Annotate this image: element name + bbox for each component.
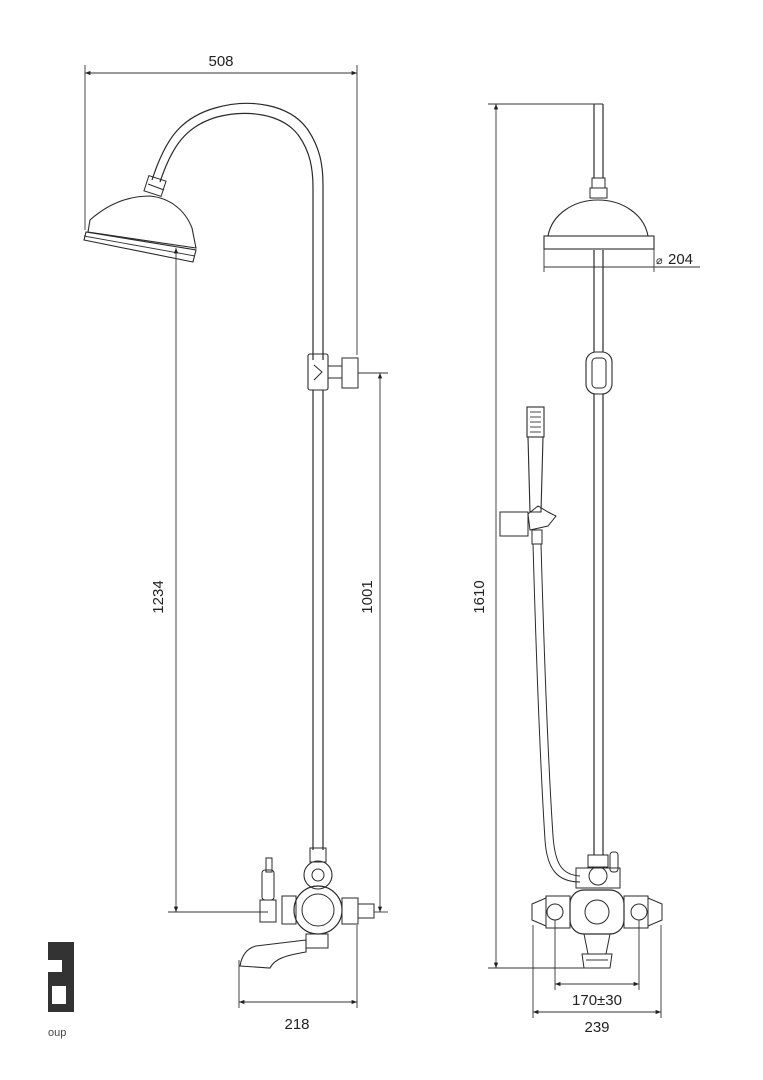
- rain-shower-head-front: [83, 174, 197, 263]
- dimension-label-head-diameter: 204: [668, 251, 693, 268]
- hand-shower: [499, 406, 581, 883]
- dimension-total-height: 1610: [471, 103, 596, 969]
- mixer-body-side: [531, 851, 663, 969]
- gooseneck-pipe: [151, 102, 324, 360]
- dimension-label-width: 508: [208, 53, 233, 70]
- rain-shower-head-side: [543, 187, 655, 250]
- dimension-spout-front: 218: [238, 925, 358, 1033]
- brand-logo-text: oup: [48, 1027, 66, 1039]
- riser-pipe-side: [591, 103, 606, 855]
- front-view: 508: [83, 53, 388, 1033]
- dimension-height-head-front: 1234: [150, 248, 268, 913]
- mixer-body-front: [239, 847, 388, 969]
- dimension-height-bracket-front: 1001: [359, 373, 383, 912]
- dimension-width-front: 508: [84, 53, 358, 355]
- diameter-symbol: ⌀: [656, 255, 663, 267]
- dimension-label-total-height: 1610: [471, 580, 488, 613]
- side-view: ⌀ 204: [471, 103, 700, 1036]
- wall-bracket-side: [585, 351, 613, 395]
- dimension-body-width: 239: [532, 925, 662, 1036]
- dimension-label-bracket-height: 1001: [359, 580, 376, 613]
- riser-pipe-front: [312, 390, 324, 850]
- dimension-label-spout: 218: [284, 1016, 309, 1033]
- dimension-label-body-width: 239: [584, 1019, 609, 1036]
- dimension-head-diameter: ⌀ 204: [543, 249, 700, 272]
- dimension-label-head-height: 1234: [150, 580, 167, 613]
- brand-logo: oup: [48, 942, 74, 1039]
- dimension-inlet-spacing: 170±30: [554, 920, 640, 1009]
- dimension-label-inlet-spacing: 170±30: [572, 992, 622, 1009]
- wall-bracket-front: [307, 353, 388, 391]
